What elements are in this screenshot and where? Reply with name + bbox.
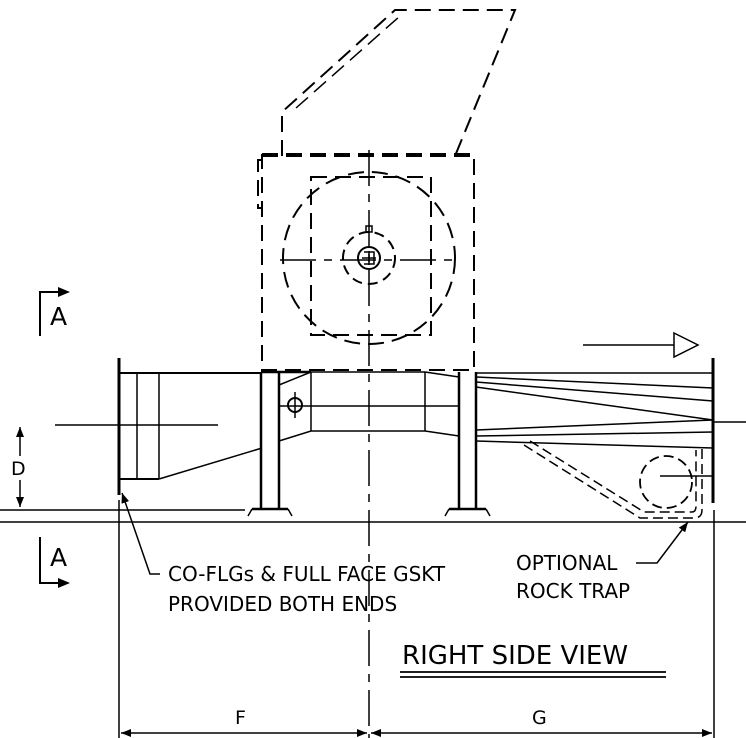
left-support-leg — [247, 370, 311, 517]
section-mark-bottom-label: A — [50, 543, 67, 572]
view-title-text: RIGHT SIDE VIEW — [402, 641, 628, 671]
dimension-d: D — [10, 427, 32, 507]
flanges-callout-line1: CO-FLGs & FULL FACE GSKT — [168, 562, 446, 586]
rock-trap-callout-line2: ROCK TRAP — [516, 579, 630, 603]
flanges-callout: CO-FLGs & FULL FACE GSKT PROVIDED BOTH E… — [121, 492, 446, 616]
dimension-f: F — [121, 707, 367, 737]
dimension-extension-lines — [118, 500, 715, 738]
dimension-g-label: G — [532, 707, 547, 729]
flanges-callout-line2: PROVIDED BOTH ENDS — [168, 592, 397, 616]
flow-direction-arrow — [583, 331, 700, 359]
drive-housing — [257, 153, 475, 371]
right-support-leg — [444, 372, 491, 517]
rock-trap-callout: OPTIONAL ROCK TRAP — [516, 521, 689, 603]
dimension-f-label: F — [235, 707, 246, 729]
view-title: RIGHT SIDE VIEW — [400, 641, 666, 678]
rock-trap-callout-line1: OPTIONAL — [516, 551, 618, 575]
outlet-taper — [475, 372, 746, 477]
crusher-body — [278, 371, 460, 442]
inlet-section — [0, 358, 263, 511]
section-marker-top: A — [39, 287, 70, 336]
dimension-g: G — [371, 707, 712, 737]
rock-trap — [523, 440, 703, 519]
hopper-outline — [281, 9, 517, 157]
section-marker-bottom: A — [39, 537, 70, 588]
section-mark-top-label: A — [50, 302, 67, 331]
dimension-d-label: D — [11, 458, 26, 480]
